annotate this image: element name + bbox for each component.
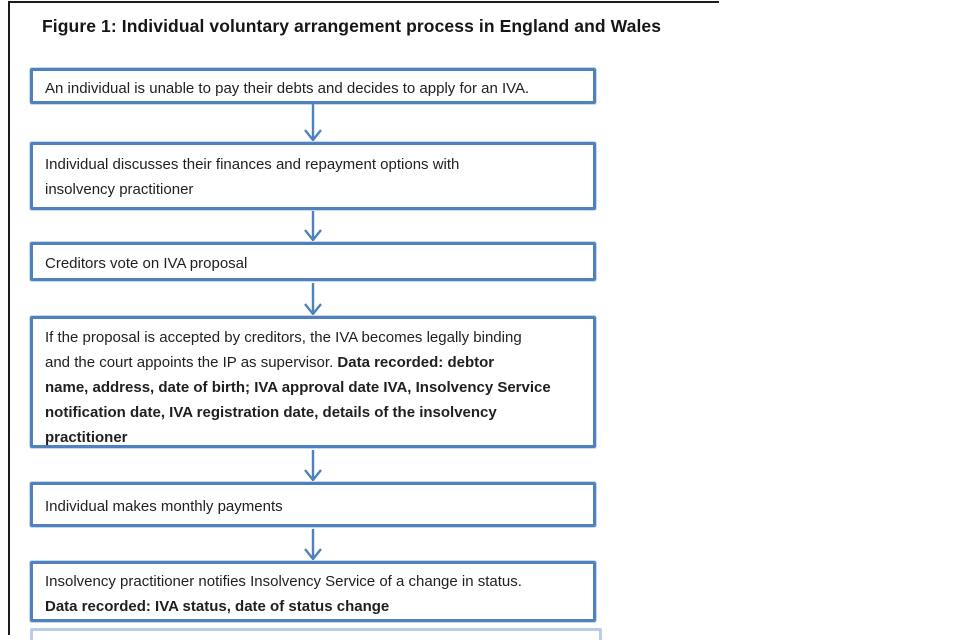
cut-off-next-step-box <box>30 628 602 640</box>
flow-step-text: An individual is unable to pay their deb… <box>45 80 530 97</box>
flow-step-bold-text: Data recorded: debtor name, address, dat… <box>45 354 551 446</box>
down-arrow-icon <box>302 211 324 242</box>
down-arrow-icon <box>302 283 324 316</box>
flow-step-bold-text: Data recorded: IVA status, date of statu… <box>45 598 390 615</box>
page-frame-top-border <box>8 1 719 3</box>
flow-step-approved: If the proposal is accepted by creditors… <box>30 316 596 448</box>
flow-step-text: Insolvency practitioner notifies Insolve… <box>45 573 522 590</box>
page-frame-left-border <box>8 1 10 635</box>
down-arrow-icon <box>302 529 324 561</box>
flow-step-discuss: Individual discusses their finances and … <box>30 142 596 210</box>
down-arrow-icon <box>302 104 324 142</box>
down-arrow-icon <box>302 450 324 482</box>
flow-step-text: Creditors vote on IVA proposal <box>45 255 248 272</box>
flow-step-vote: Creditors vote on IVA proposal <box>30 242 596 281</box>
figure-title: Figure 1: Individual voluntary arrangeme… <box>42 16 662 36</box>
flow-step-payments: Individual makes monthly payments <box>30 482 596 527</box>
flow-step-text: Individual discusses their finances and … <box>45 156 460 198</box>
flow-step-status-change: Insolvency practitioner notifies Insolve… <box>30 561 596 622</box>
flow-step-apply: An individual is unable to pay their deb… <box>30 68 596 104</box>
flow-step-text: Individual makes monthly payments <box>45 498 283 515</box>
flow-step-text: If the proposal is accepted by creditors… <box>45 329 522 371</box>
